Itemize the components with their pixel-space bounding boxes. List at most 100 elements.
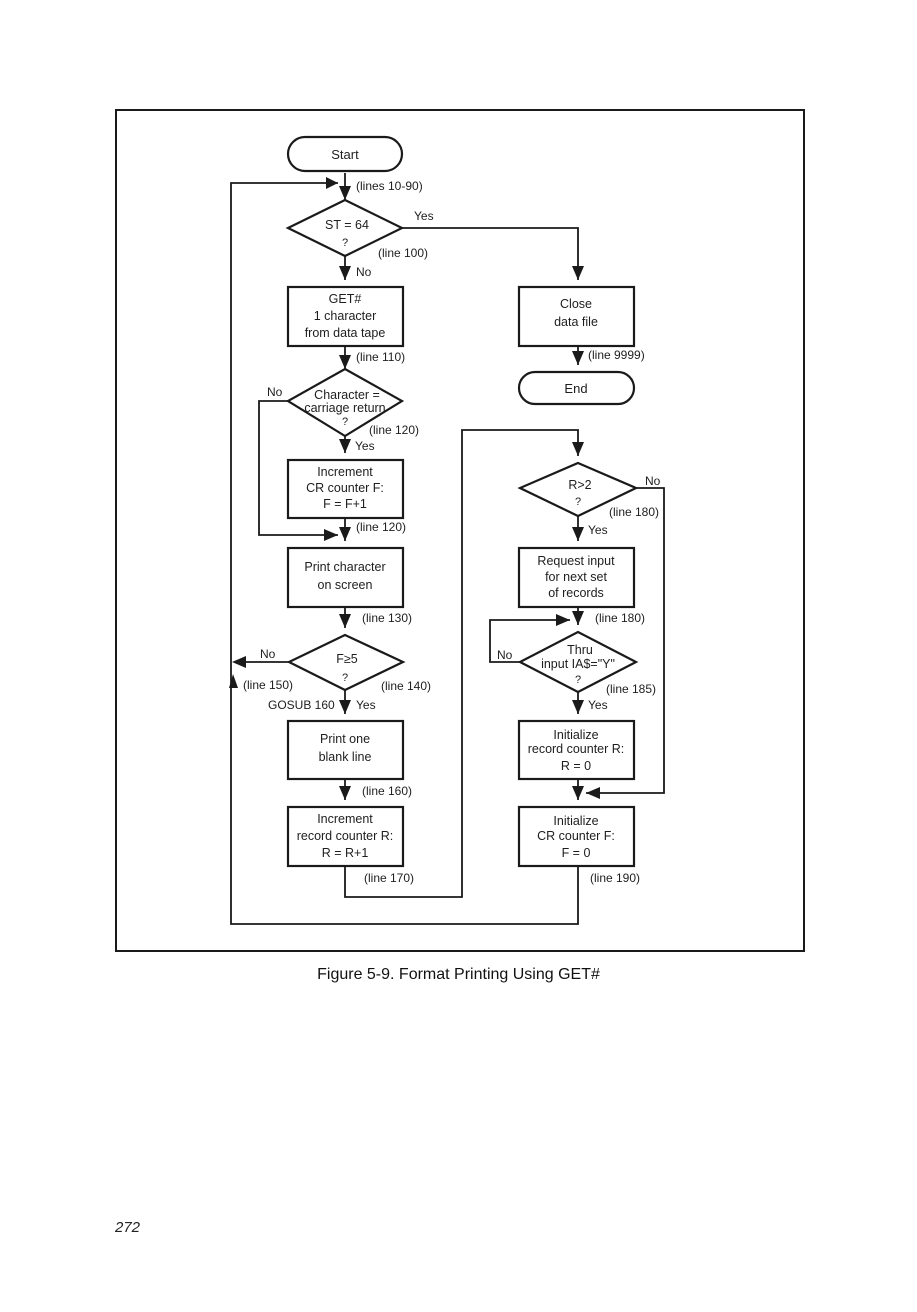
f-decision-diamond bbox=[286, 633, 406, 692]
label-gosub-160: GOSUB 160 bbox=[268, 698, 335, 712]
arrow-down bbox=[572, 786, 584, 800]
inc-cr-line2: CR counter F: bbox=[306, 481, 384, 495]
label-yes-cr: Yes bbox=[355, 439, 375, 453]
label-no-thru: No bbox=[497, 648, 513, 662]
inc-rec-line2: record counter R: bbox=[297, 829, 394, 843]
node-texts: Start ST = 64 ? GET# 1 character from da… bbox=[297, 147, 625, 860]
arrow-down bbox=[572, 351, 584, 365]
get-char-box bbox=[286, 285, 405, 348]
end-label: End bbox=[564, 381, 587, 396]
label-line-150: (line 150) bbox=[243, 678, 293, 692]
inc-rec-line3: R = R+1 bbox=[322, 846, 369, 860]
label-yes-st: Yes bbox=[414, 209, 434, 223]
cr-decision-diamond bbox=[285, 367, 405, 438]
arrow-down bbox=[572, 611, 584, 625]
page-number: 272 bbox=[115, 1219, 141, 1236]
figure-frame bbox=[115, 109, 805, 952]
request-input-line3: of records bbox=[548, 586, 604, 600]
init-r-line2: record counter R: bbox=[528, 742, 625, 756]
init-r-box bbox=[517, 719, 636, 781]
arrow-down bbox=[339, 700, 351, 714]
thru-decision-diamond bbox=[517, 630, 639, 694]
print-char-line1: Print character bbox=[304, 560, 385, 574]
inc-cr-box bbox=[286, 458, 405, 520]
thru-decision-line3: ? bbox=[575, 674, 581, 686]
label-lines-10-90: (lines 10-90) bbox=[356, 179, 423, 193]
close-file-box bbox=[517, 285, 636, 348]
cr-decision-line1: Character = bbox=[314, 388, 380, 402]
label-no-cr: No bbox=[267, 385, 283, 399]
inc-cr-line3: F = F+1 bbox=[323, 497, 367, 511]
arrow-up bbox=[229, 674, 238, 688]
request-input-box bbox=[517, 546, 636, 609]
arrow-down bbox=[339, 614, 351, 628]
init-f-line2: CR counter F: bbox=[537, 829, 615, 843]
end-terminal bbox=[517, 370, 636, 406]
arrow-down bbox=[572, 266, 584, 280]
f-decision-line2: ? bbox=[342, 672, 348, 684]
label-yes-r: Yes bbox=[588, 523, 608, 537]
label-line-170: (line 170) bbox=[364, 871, 414, 885]
annotations: (lines 10-90) (line 100) Yes No (line 11… bbox=[243, 179, 661, 885]
arrow-down bbox=[339, 266, 351, 280]
get-char-line2: 1 character bbox=[314, 309, 377, 323]
label-line-160: (line 160) bbox=[362, 784, 412, 798]
request-input-line2: for next set bbox=[545, 570, 607, 584]
inc-rec-line1: Increment bbox=[317, 812, 373, 826]
arrowheads bbox=[229, 177, 600, 800]
print-char-box bbox=[286, 546, 405, 609]
start-terminal bbox=[286, 135, 404, 173]
arrow-down bbox=[339, 527, 351, 541]
r-decision-line1: R>2 bbox=[568, 478, 591, 492]
label-line-185: (line 185) bbox=[606, 682, 656, 696]
connectors bbox=[230, 173, 665, 925]
init-f-box bbox=[517, 805, 636, 868]
cr-decision-line2: carriage return bbox=[304, 401, 385, 415]
init-r-line3: R = 0 bbox=[561, 759, 591, 773]
init-r-line1: Initialize bbox=[553, 728, 598, 742]
request-input-line1: Request input bbox=[537, 554, 615, 568]
label-line-130: (line 130) bbox=[362, 611, 412, 625]
st-decision-diamond bbox=[285, 198, 405, 258]
close-file-line1: Close bbox=[560, 297, 592, 311]
close-file-line2: data file bbox=[554, 315, 598, 329]
figure-caption: Figure 5-9. Format Printing Using GET# bbox=[317, 966, 600, 983]
arrow-down bbox=[572, 700, 584, 714]
thru-decision-line2: input IA$="Y" bbox=[541, 657, 615, 671]
arrow-down bbox=[339, 355, 351, 369]
print-blank-line2: blank line bbox=[319, 750, 372, 764]
label-line-100: (line 100) bbox=[378, 246, 428, 260]
label-line-9999: (line 9999) bbox=[588, 348, 645, 362]
label-line-190: (line 190) bbox=[590, 871, 640, 885]
label-line-120a: (line 120) bbox=[369, 423, 419, 437]
init-f-line3: F = 0 bbox=[562, 846, 591, 860]
cr-decision-line3: ? bbox=[342, 416, 348, 428]
label-line-180a: (line 180) bbox=[609, 505, 659, 519]
label-yes-thru: Yes bbox=[588, 698, 608, 712]
shapes bbox=[285, 135, 639, 868]
f-decision-line1: F≥5 bbox=[336, 652, 357, 666]
label-no-st: No bbox=[356, 265, 372, 279]
r-decision-diamond bbox=[517, 461, 639, 518]
arrow-into-spine bbox=[326, 177, 338, 189]
arrow-down bbox=[572, 527, 584, 541]
st-decision-line1: ST = 64 bbox=[325, 218, 369, 232]
arrow-right bbox=[324, 529, 338, 541]
init-f-line1: Initialize bbox=[553, 814, 598, 828]
st-decision-line2: ? bbox=[342, 237, 348, 249]
arrow-left bbox=[232, 656, 246, 668]
r-decision-line2: ? bbox=[575, 496, 581, 508]
get-char-line3: from data tape bbox=[305, 326, 386, 340]
arrow-left bbox=[586, 787, 600, 799]
start-label: Start bbox=[331, 147, 359, 162]
arrow-down bbox=[572, 442, 584, 456]
label-no-r: No bbox=[645, 474, 661, 488]
label-line-140: (line 140) bbox=[381, 679, 431, 693]
arrow-down bbox=[339, 186, 351, 200]
get-char-line1: GET# bbox=[329, 292, 362, 306]
inc-rec-box bbox=[286, 805, 405, 868]
thru-decision-line1: Thru bbox=[567, 643, 593, 657]
arrow-down bbox=[339, 786, 351, 800]
label-no-f: No bbox=[260, 647, 276, 661]
label-line-110: (line 110) bbox=[356, 350, 405, 364]
